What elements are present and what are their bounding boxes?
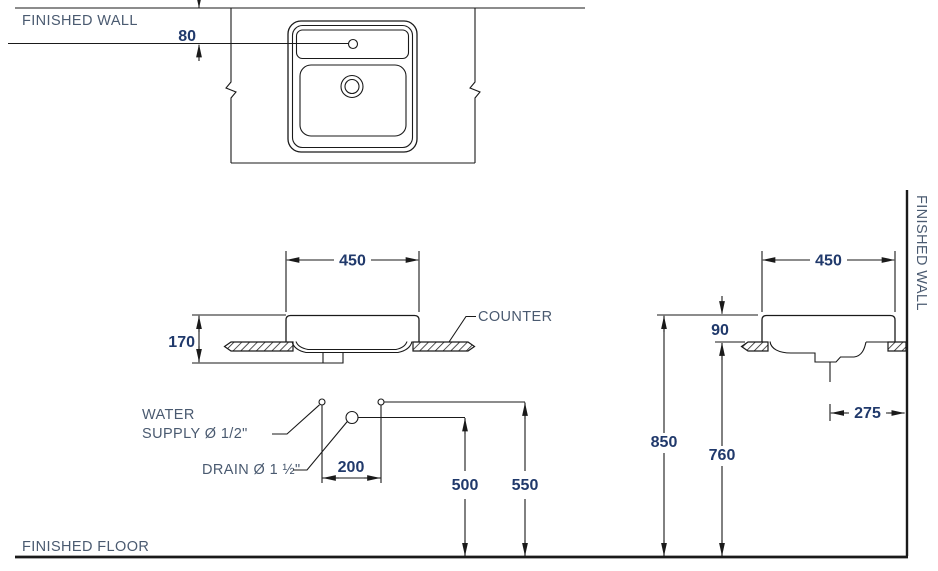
label-water-supply-2: SUPPLY Ø 1/2" (142, 426, 248, 442)
dim-drain-height: 500 (452, 477, 479, 494)
dim-front-width: 450 (339, 253, 366, 270)
drain-point (345, 410, 359, 425)
side-view: 450 90 850 760 275 FINI (651, 190, 929, 557)
basin-rim-side (761, 314, 896, 342)
rough-in-diagram: 200 WATER SUPPLY Ø 1/2" DRAIN Ø 1 ½" 500… (142, 398, 539, 557)
label-finished-floor: FINISHED FLOOR (22, 539, 149, 555)
bowl-profile-side (769, 341, 867, 363)
counter-edge-right (469, 8, 481, 163)
dim-front-height: 170 (168, 334, 195, 351)
water-supply-point-left (318, 398, 326, 406)
counter-leader (448, 315, 476, 343)
counter-section-right (412, 341, 476, 352)
counter-edge-left (225, 8, 237, 163)
label-finished-wall-top: FINISHED WALL (22, 13, 138, 29)
basin-bowl-plan (299, 64, 407, 137)
drain-stub-front (322, 352, 344, 364)
plan-view: FINISHED WALL 80 (8, 0, 585, 164)
basin-outer-rim (287, 20, 418, 153)
dim-side-width: 450 (815, 253, 842, 270)
front-view: 450 170 COUNTER (168, 251, 553, 364)
faucet-deck (295, 29, 410, 60)
basin-rim-front (285, 314, 420, 342)
water-supply-point-right (377, 398, 385, 406)
dim-counter-height: 760 (709, 447, 736, 464)
bowl-inner-front (295, 341, 408, 351)
label-finished-wall-side: FINISHED WALL (913, 195, 929, 311)
bowl-outer-front (291, 341, 413, 354)
dim-rim-above-counter: 90 (711, 322, 729, 339)
dim-drain-offset: 275 (854, 405, 881, 422)
basin-inner-rim (291, 24, 414, 149)
label-water-supply-1: WATER (142, 407, 195, 423)
floor: FINISHED FLOOR (15, 539, 908, 559)
counter-section-side-right (887, 341, 907, 352)
counter-section-left (223, 341, 294, 352)
dim-rim-height: 850 (651, 434, 678, 451)
dim-supply-spacing: 200 (338, 459, 365, 476)
water-supply-leader (272, 404, 320, 435)
counter-section-side-left (740, 341, 769, 352)
faucet-hole (347, 38, 359, 50)
label-counter: COUNTER (478, 309, 553, 325)
drain-leader (293, 421, 348, 471)
dim-faucet-offset: 80 (178, 28, 196, 45)
label-drain: DRAIN Ø 1 ½" (202, 462, 301, 478)
dim-supply-height: 550 (512, 477, 539, 494)
drain-plan-inner (344, 78, 360, 95)
